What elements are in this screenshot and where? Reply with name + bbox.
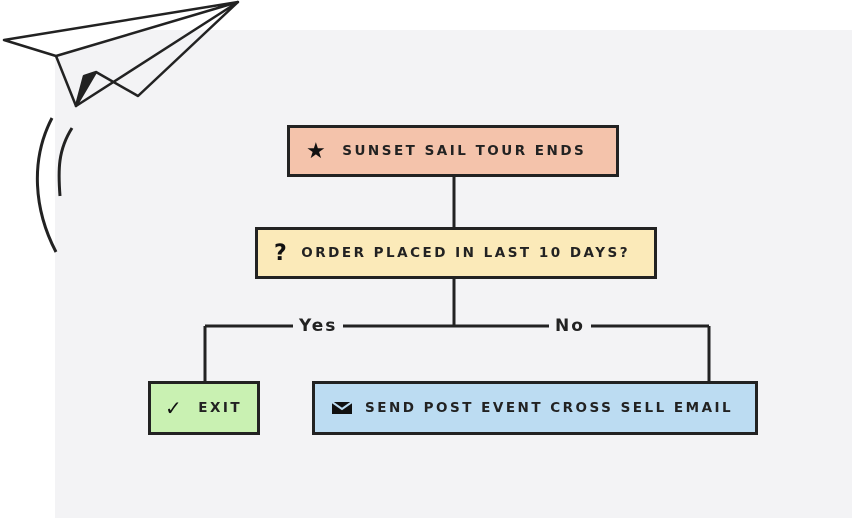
node-start: ★ SUNSET SAIL TOUR ENDS: [287, 125, 619, 177]
checkmark-icon: ✓: [165, 396, 185, 420]
envelope-icon: [331, 400, 353, 416]
question-icon: ?: [274, 240, 290, 266]
node-exit: ✓ EXIT: [148, 381, 260, 435]
star-icon: ★: [306, 138, 329, 164]
node-exit-label: EXIT: [198, 400, 243, 416]
node-question: ? ORDER PLACED IN LAST 10 DAYS?: [255, 227, 657, 279]
branch-label-no: No: [549, 316, 591, 336]
node-email: SEND POST EVENT CROSS SELL EMAIL: [312, 381, 758, 435]
paper-plane-icon: [2, 0, 240, 253]
branch-label-yes: Yes: [293, 316, 344, 336]
node-start-label: SUNSET SAIL TOUR ENDS: [342, 143, 587, 159]
node-question-label: ORDER PLACED IN LAST 10 DAYS?: [301, 245, 631, 261]
node-email-label: SEND POST EVENT CROSS SELL EMAIL: [365, 400, 734, 416]
